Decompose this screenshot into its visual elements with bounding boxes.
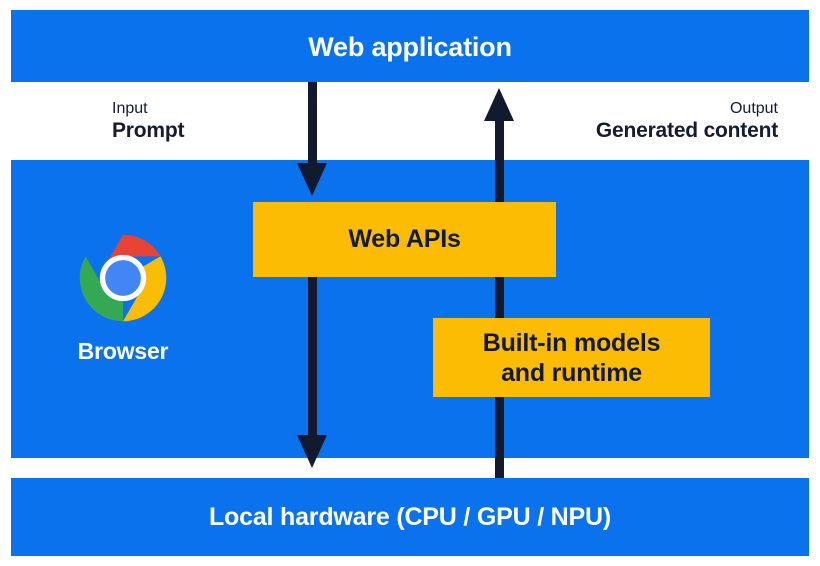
arrow-input-lower-head-icon (297, 435, 327, 468)
box-web-apis-label: Web APIs (348, 225, 461, 253)
flow-output-kind: Output (729, 100, 778, 117)
flow-output-value: Generated content (595, 118, 778, 142)
flow-input-kind: Input (112, 100, 148, 117)
flow-input-value: Prompt (112, 118, 185, 142)
box-built-in-models-label: Built-in models and runtime (483, 328, 661, 388)
arrow-output-head-icon (484, 88, 514, 121)
flow-label-output: Output Generated content (596, 100, 778, 144)
box-web-apis: Web APIs (253, 202, 556, 277)
band-local-hardware-label: Local hardware (CPU / GPU / NPU) (208, 503, 611, 531)
band-web-application-label: Web application (308, 32, 512, 62)
arrow-output-shaft (495, 118, 504, 478)
arrow-input-lower-shaft (308, 268, 317, 438)
box-built-in-models-label-line2: and runtime (501, 358, 642, 387)
flow-label-input: Input Prompt (112, 100, 185, 144)
box-built-in-models-label-line1: Built-in models (482, 328, 661, 357)
box-built-in-models: Built-in models and runtime (433, 318, 710, 397)
arrow-input-upper-shaft (308, 82, 317, 168)
band-local-hardware: Local hardware (CPU / GPU / NPU) (11, 478, 809, 556)
chrome-logo-icon (79, 234, 167, 322)
band-browser-label: Browser (77, 338, 169, 364)
arrow-input-upper-head-icon (297, 163, 327, 196)
band-web-application: Web application (11, 10, 809, 82)
